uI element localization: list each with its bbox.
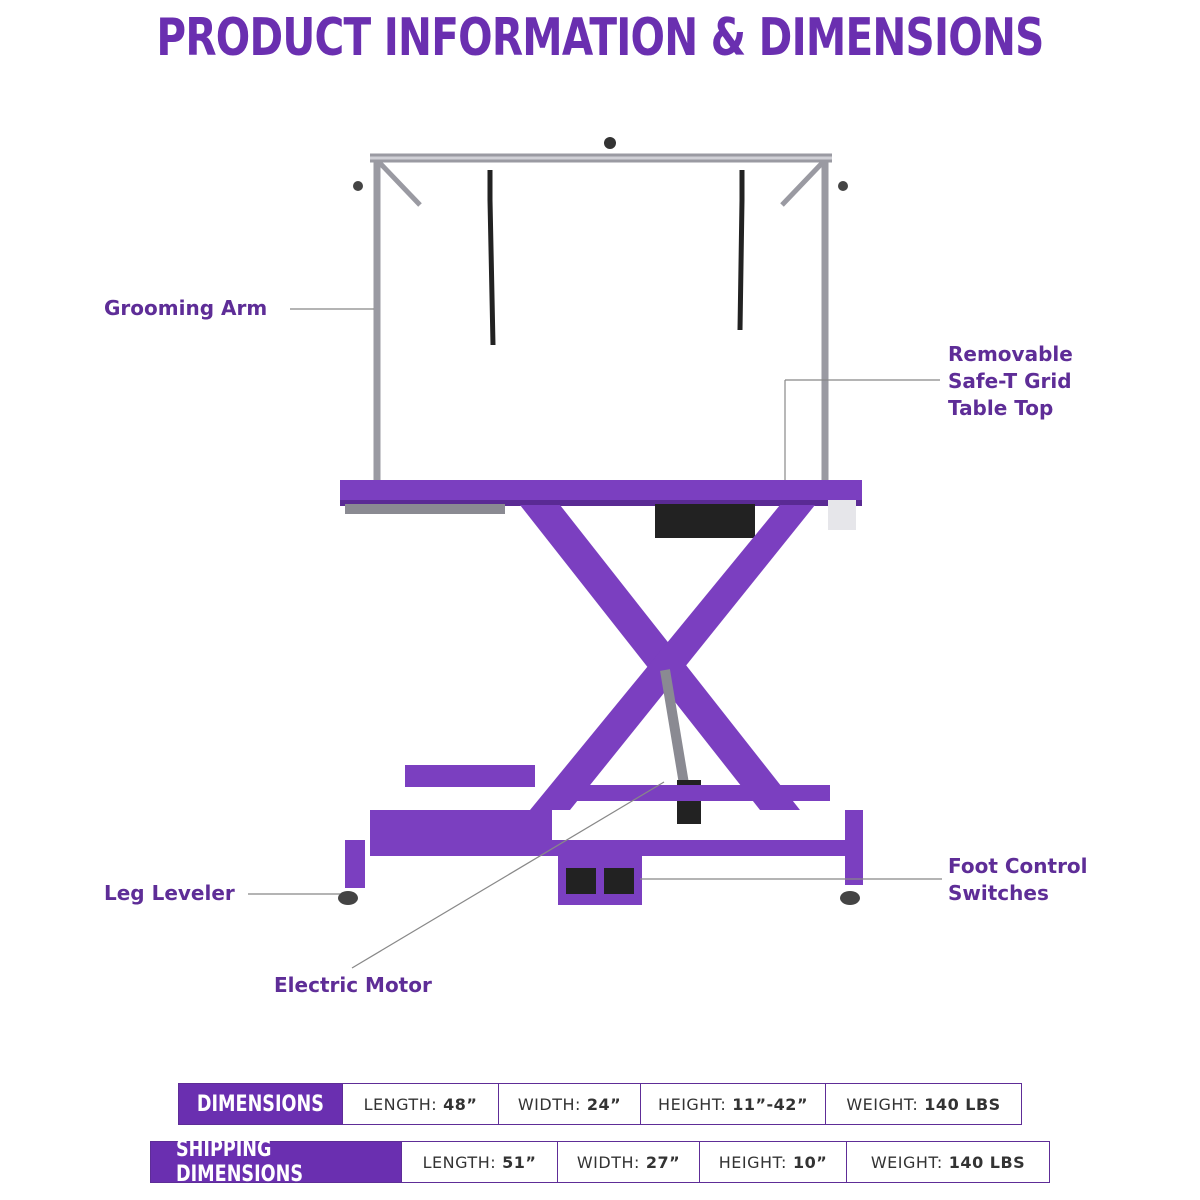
electric-motor-label: Electric Motor [274, 973, 432, 997]
grooming-arm-frame [370, 153, 832, 480]
leader-lines [248, 308, 942, 969]
dimension-cell-weight: WEIGHT:140 LBS [825, 1084, 1021, 1124]
shipping-cell-weight: WEIGHT:140 LBS [846, 1142, 1049, 1182]
shipping-dimensions-header: SHIPPING DIMENSIONS [151, 1137, 401, 1187]
dimension-cell-width: WIDTH:24” [498, 1084, 640, 1124]
dimensions-row: DIMENSIONS LENGTH:48” WIDTH:24” HEIGHT:1… [178, 1083, 1022, 1125]
foot-control-label: Foot Control Switches [948, 853, 1088, 907]
dimensions-header: DIMENSIONS [179, 1084, 342, 1124]
dimension-cell-length: LENGTH:48” [342, 1084, 498, 1124]
shipping-cell-height: HEIGHT:10” [699, 1142, 846, 1182]
dimension-cell-height: HEIGHT:11”-42” [640, 1084, 825, 1124]
grid-label-line-1: Removable [948, 342, 1073, 366]
page-title: PRODUCT INFORMATION & DIMENSIONS [156, 8, 1044, 68]
scissor-legs [520, 505, 815, 810]
leg-leveler-label: Leg Leveler [104, 881, 235, 905]
base-frame [345, 765, 863, 888]
foot-label-line-1: Foot Control [948, 854, 1088, 878]
grooming-arm-label: Grooming Arm [104, 296, 268, 320]
shipping-cell-width: WIDTH:27” [557, 1142, 699, 1182]
shipping-cell-length: LENGTH:51” [401, 1142, 557, 1182]
foot-label-line-2: Switches [948, 881, 1049, 905]
shipping-dimensions-row: SHIPPING DIMENSIONS LENGTH:51” WIDTH:27”… [150, 1137, 1050, 1187]
grid-label-line-2: Safe-T Grid [948, 369, 1072, 393]
grid-label-line-3: Table Top [948, 396, 1054, 420]
grid-table-top-label: Removable Safe-T Grid Table Top [948, 341, 1073, 422]
